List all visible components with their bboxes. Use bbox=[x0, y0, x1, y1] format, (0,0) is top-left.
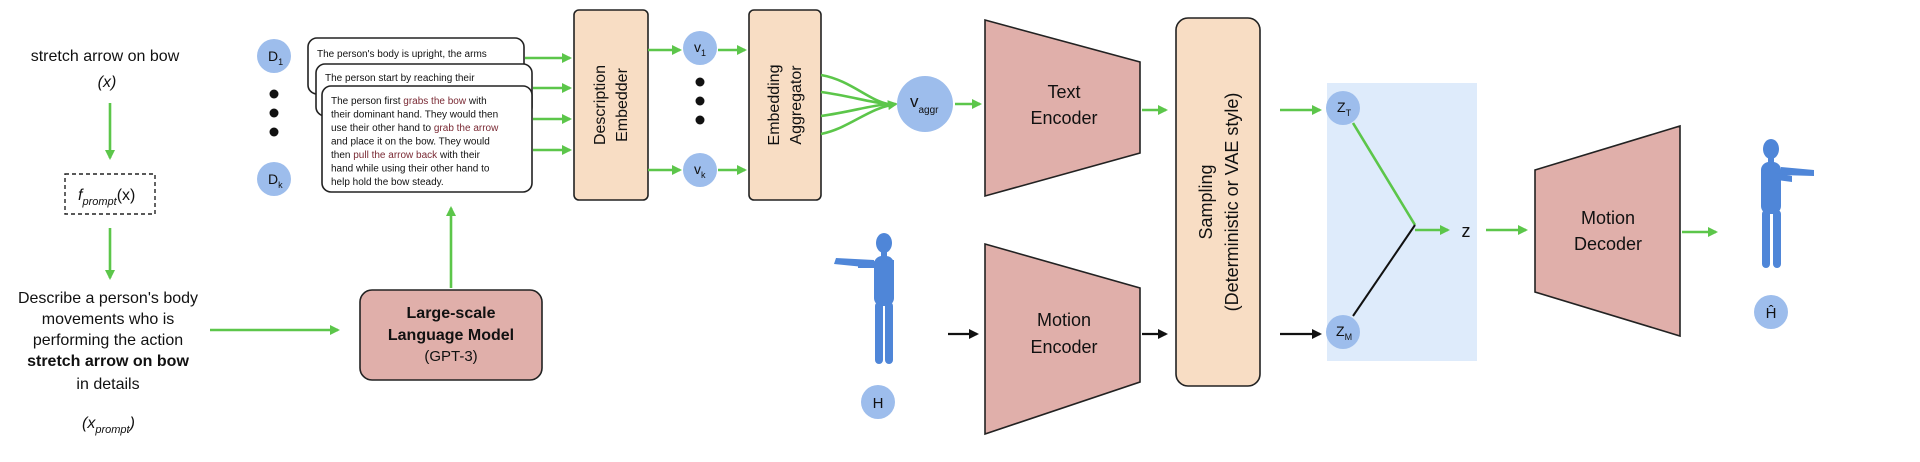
ellipsis-dot bbox=[695, 115, 705, 125]
aggregator-fan-line bbox=[820, 73, 889, 106]
action-variable: (x) bbox=[98, 74, 117, 91]
z-label: z bbox=[1462, 221, 1471, 241]
embedding-aggregator-block bbox=[748, 9, 822, 201]
human-output-figure bbox=[1761, 139, 1814, 268]
card-front-text: The person first grabs the bow with their… bbox=[331, 96, 499, 188]
embedder-label-1: Description bbox=[592, 65, 609, 145]
card-front-line: help hold the bow steady. bbox=[331, 177, 444, 188]
sampling-block bbox=[1175, 17, 1261, 387]
zm-label: ZM bbox=[1336, 323, 1352, 342]
ellipsis-dot bbox=[695, 77, 705, 87]
fprompt-label: fprompt(x) bbox=[78, 187, 135, 208]
aggregator-fan-line bbox=[820, 102, 889, 118]
zm-branch-line bbox=[1352, 224, 1416, 317]
xprompt-label: (xprompt) bbox=[82, 415, 135, 436]
vk-label: vk bbox=[694, 161, 706, 180]
embedder-label-2: Embedder bbox=[614, 67, 631, 141]
card-front-line: hand while using their other hand to bbox=[331, 164, 490, 175]
llm-block bbox=[359, 289, 543, 381]
sampling-label-2: (Deterministic or VAE style) bbox=[1222, 93, 1242, 312]
aggregator-label-1: Embedding bbox=[766, 65, 783, 146]
card-front-line: their dominant hand. They would then bbox=[331, 110, 498, 121]
card-front-line: and place it on the bow. They would bbox=[331, 137, 490, 148]
motion-encoder-label-2: Encoder bbox=[1030, 337, 1097, 357]
output-node bbox=[1754, 295, 1788, 329]
sampling-label-1: Sampling bbox=[1196, 164, 1216, 239]
motion-decoder-label-1: Motion bbox=[1581, 208, 1635, 228]
text-encoder-label-2: Encoder bbox=[1030, 108, 1097, 128]
human-input-figure bbox=[834, 233, 894, 364]
human-input-label: H bbox=[873, 395, 884, 412]
ellipsis-dot bbox=[269, 89, 279, 99]
description-node-dk bbox=[257, 162, 291, 196]
text-encoder-block bbox=[984, 18, 1141, 198]
motion-encoder-block bbox=[984, 242, 1141, 436]
ellipsis-dot bbox=[269, 108, 279, 118]
ellipsis-dot bbox=[269, 127, 279, 137]
motion-latent-node bbox=[1326, 315, 1360, 349]
card-front-line: The person first grabs the bow with bbox=[331, 96, 487, 107]
v1-label: v1 bbox=[694, 39, 706, 58]
prompt-line-3: performing the action bbox=[33, 332, 183, 349]
card-middle-text: The person start by reaching their bbox=[325, 73, 475, 84]
llm-title-2: Language Model bbox=[388, 327, 514, 344]
aggregated-embedding-node bbox=[897, 76, 953, 132]
prompt-line-2: movements who is bbox=[42, 311, 175, 328]
description-embedder-block bbox=[573, 9, 649, 201]
latent-space-panel bbox=[1327, 83, 1477, 361]
prompt-line-action: stretch arrow on bow bbox=[27, 353, 189, 370]
ellipsis-dot bbox=[695, 96, 705, 106]
output-label: Ĥ bbox=[1766, 305, 1777, 322]
motion-decoder-label-2: Decoder bbox=[1574, 234, 1642, 254]
motion-encoder-label-1: Motion bbox=[1037, 310, 1091, 330]
prompt-line-1: Describe a person's body bbox=[18, 290, 198, 307]
card-front-line: then pull the arrow back with their bbox=[331, 150, 481, 161]
llm-subtitle: (GPT-3) bbox=[424, 348, 477, 365]
fprompt-box bbox=[64, 173, 156, 215]
d1-label: D1 bbox=[268, 48, 283, 67]
card-front-line: use their other hand to grab the arrow bbox=[331, 123, 499, 134]
text-latent-node bbox=[1326, 91, 1360, 125]
prompt-line-5: in details bbox=[76, 376, 139, 393]
dk-label: Dk bbox=[268, 171, 283, 190]
zt-branch-line bbox=[1351, 122, 1417, 226]
aggregator-fan-line bbox=[820, 90, 889, 106]
description-card-front bbox=[321, 85, 533, 193]
embedding-node-vk bbox=[683, 153, 717, 187]
aggregator-fan-line bbox=[820, 100, 898, 136]
llm-title-1: Large-scale bbox=[407, 305, 496, 322]
aggregator-label-2: Aggregator bbox=[788, 65, 805, 145]
zt-label: ZT bbox=[1337, 99, 1352, 118]
description-node-d1 bbox=[257, 39, 291, 73]
action-text: stretch arrow on bow bbox=[31, 48, 180, 65]
motion-decoder-block bbox=[1534, 124, 1681, 338]
human-input-node bbox=[861, 385, 895, 419]
text-encoder-label-1: Text bbox=[1047, 82, 1080, 102]
card-back-text: The person's body is upright, the arms bbox=[317, 49, 487, 60]
vaggr-label: vaggr bbox=[910, 92, 939, 116]
embedding-node-v1 bbox=[683, 31, 717, 65]
